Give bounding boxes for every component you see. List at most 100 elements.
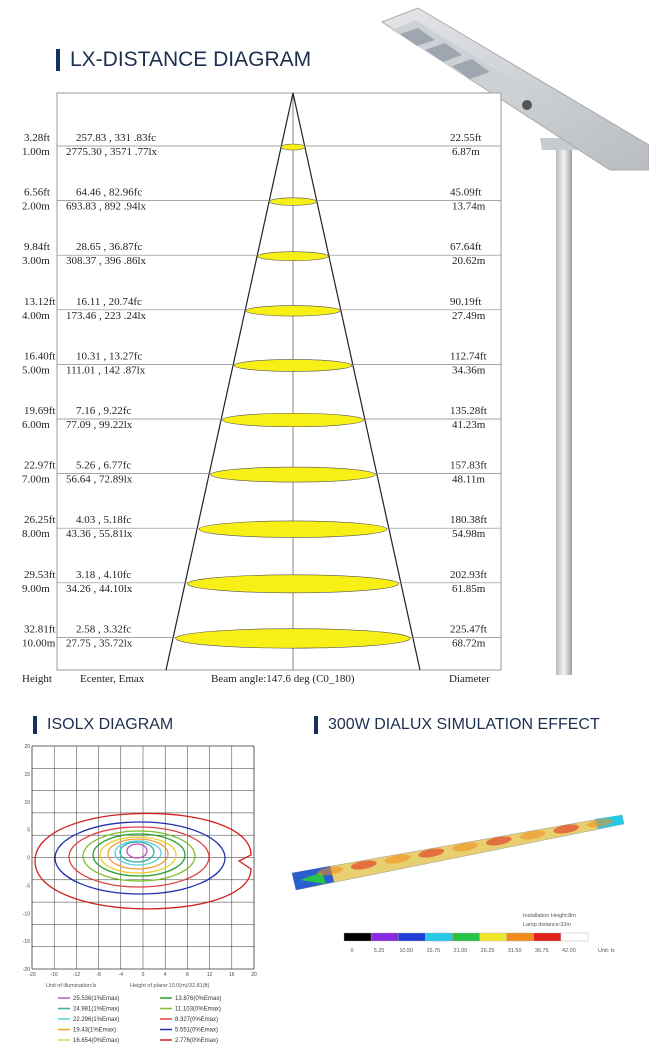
illuminance-hotspot — [384, 854, 411, 864]
scale-color-swatch — [370, 932, 399, 942]
x-tick-label: 20 — [251, 972, 257, 978]
iso-contour — [114, 840, 162, 866]
height-ft-label: 13.12ft — [24, 296, 55, 308]
unit-illumination-label: Unit of illumination:lx — [46, 983, 97, 989]
illuminance-lx-label: 77.09 , 99.22lx — [66, 419, 133, 431]
legend-label: 19.43(1%Emax) — [73, 1028, 116, 1034]
diameter-m-label: 41.23m — [452, 419, 486, 431]
illuminance-lx-label: 27.75 , 35.72lx — [66, 637, 133, 649]
scale-color-swatch — [398, 932, 426, 942]
illuminance-fc-label: 4.03 , 5.18fc — [76, 514, 131, 526]
height-m-label: 3.00m — [22, 255, 50, 267]
scale-value-label: 15.75 — [426, 948, 440, 954]
light-spot-ellipse — [210, 466, 376, 483]
scale-unit-label: Unit: lx — [598, 948, 615, 954]
install-height-label: Installation Height:8m — [523, 913, 576, 919]
legend-label: 5.551(0%Emax) — [175, 1028, 218, 1034]
height-m-label: 5.00m — [22, 364, 50, 376]
diameter-ft-label: 157.83ft — [450, 460, 487, 472]
illuminance-hotspot — [350, 860, 377, 870]
led-module — [400, 28, 490, 79]
x-tick-label: 4 — [164, 972, 167, 978]
legend-label: 16.654(0%Emax) — [73, 1038, 119, 1044]
height-ft-label: 26.25ft — [24, 514, 55, 526]
scale-value-label: 10.50 — [399, 948, 413, 954]
beam-edge-right — [292, 92, 421, 671]
scale-color-swatch — [343, 932, 372, 942]
legend-label: 24.981(1%Emax) — [73, 1007, 119, 1013]
illuminance-lx-label: 56.64 , 72.89lx — [66, 474, 133, 486]
light-spot-ellipse — [187, 574, 399, 594]
illuminance-lx-label: 308.37 , 396 .86lx — [66, 255, 147, 267]
lamp-pole — [556, 140, 572, 675]
illuminance-fc-label: 64.46 , 82.96fc — [76, 187, 142, 199]
iso-contour — [82, 830, 196, 882]
legend-label: 2.776(0%Emax) — [175, 1038, 218, 1044]
x-tick-label: 8 — [186, 972, 189, 978]
diameter-ft-label: 112.74ft — [450, 350, 487, 362]
scale-value-label: 0 — [350, 948, 353, 954]
x-tick-label: 12 — [207, 972, 213, 978]
height-ft-label: 16.40ft — [24, 350, 55, 362]
illuminance-lx-label: 2775.30 , 3571 .77lx — [66, 146, 158, 158]
illuminance-hotspot — [519, 830, 546, 840]
height-ft-label: 32.81ft — [24, 623, 55, 635]
iso-contour — [126, 843, 148, 859]
diameter-m-label: 34.36m — [452, 364, 486, 376]
light-spot-ellipse — [280, 143, 306, 151]
illuminance-hotspot — [418, 848, 445, 858]
y-tick-label: -5 — [26, 883, 31, 889]
dialux-title: 300W DIALUX SIMULATION EFFECT — [314, 716, 600, 734]
iso-contour — [54, 821, 226, 895]
illuminance-lx-label: 111.01 , 142 .87lx — [66, 364, 146, 376]
isolx-title: ISOLX DIAGRAM — [33, 716, 173, 734]
iso-contour — [107, 838, 169, 870]
height-ft-label: 9.84ft — [24, 241, 50, 253]
title-accent-bar — [33, 716, 37, 734]
illuminance-fc-label: 3.18 , 4.10fc — [76, 569, 131, 581]
x-tick-label: -4 — [119, 972, 124, 978]
light-spot-ellipse — [257, 251, 329, 262]
y-tick-label: -10 — [23, 911, 30, 917]
y-tick-label: 20 — [24, 744, 30, 750]
illuminance-hotspot — [587, 818, 613, 828]
footer-height-label: Height — [22, 673, 52, 685]
height-m-label: 2.00m — [22, 201, 50, 213]
scale-color-swatch — [560, 932, 589, 942]
light-spot-ellipse — [245, 305, 341, 317]
diameter-ft-label: 22.55ft — [450, 132, 481, 144]
iso-contour — [34, 812, 252, 910]
diameter-ft-label: 202.93ft — [450, 569, 487, 581]
diameter-ft-label: 90.19ft — [450, 296, 481, 308]
legend-label: 13.876(0%Emax) — [175, 996, 221, 1002]
height-ft-label: 22.97ft — [24, 460, 55, 472]
x-tick-label: -16 — [51, 972, 58, 978]
illuminance-fc-label: 16.11 , 20.74fc — [76, 296, 142, 308]
y-tick-label: 5 — [27, 828, 30, 834]
iso-contour — [99, 836, 177, 874]
height-m-label: 9.00m — [22, 583, 50, 595]
scale-value-label: 36.75 — [535, 948, 549, 954]
illuminance-fc-label: 5.26 , 6.77fc — [76, 460, 131, 472]
illuminance-lx-label: 43.36 , 55.81lx — [66, 528, 133, 540]
x-tick-label: -12 — [73, 972, 80, 978]
scale-value-label: 42.00 — [562, 948, 576, 954]
illuminance-lx-label: 693.83 , 892 .94lx — [66, 201, 147, 213]
illuminance-fc-label: 7.16 , 9.22fc — [76, 405, 131, 417]
height-ft-label: 19.69ft — [24, 405, 55, 417]
illuminance-hotspot — [317, 866, 343, 876]
diameter-m-label: 27.49m — [452, 310, 486, 322]
illuminance-fc-label: 2.58 , 3.32fc — [76, 623, 131, 635]
legend-label: 25.536(1%Emax) — [73, 996, 119, 1002]
title-accent-bar — [56, 49, 60, 71]
x-tick-label: 16 — [229, 972, 235, 978]
lamp-distance-label: Lamp distance:32m — [523, 922, 571, 928]
y-tick-label: 0 — [27, 856, 30, 862]
y-tick-label: 15 — [24, 772, 30, 778]
diameter-m-label: 61.85m — [452, 583, 486, 595]
scale-color-swatch — [533, 932, 562, 942]
x-tick-label: -8 — [96, 972, 101, 978]
illuminance-fc-label: 28.65 , 36.87fc — [76, 241, 142, 253]
